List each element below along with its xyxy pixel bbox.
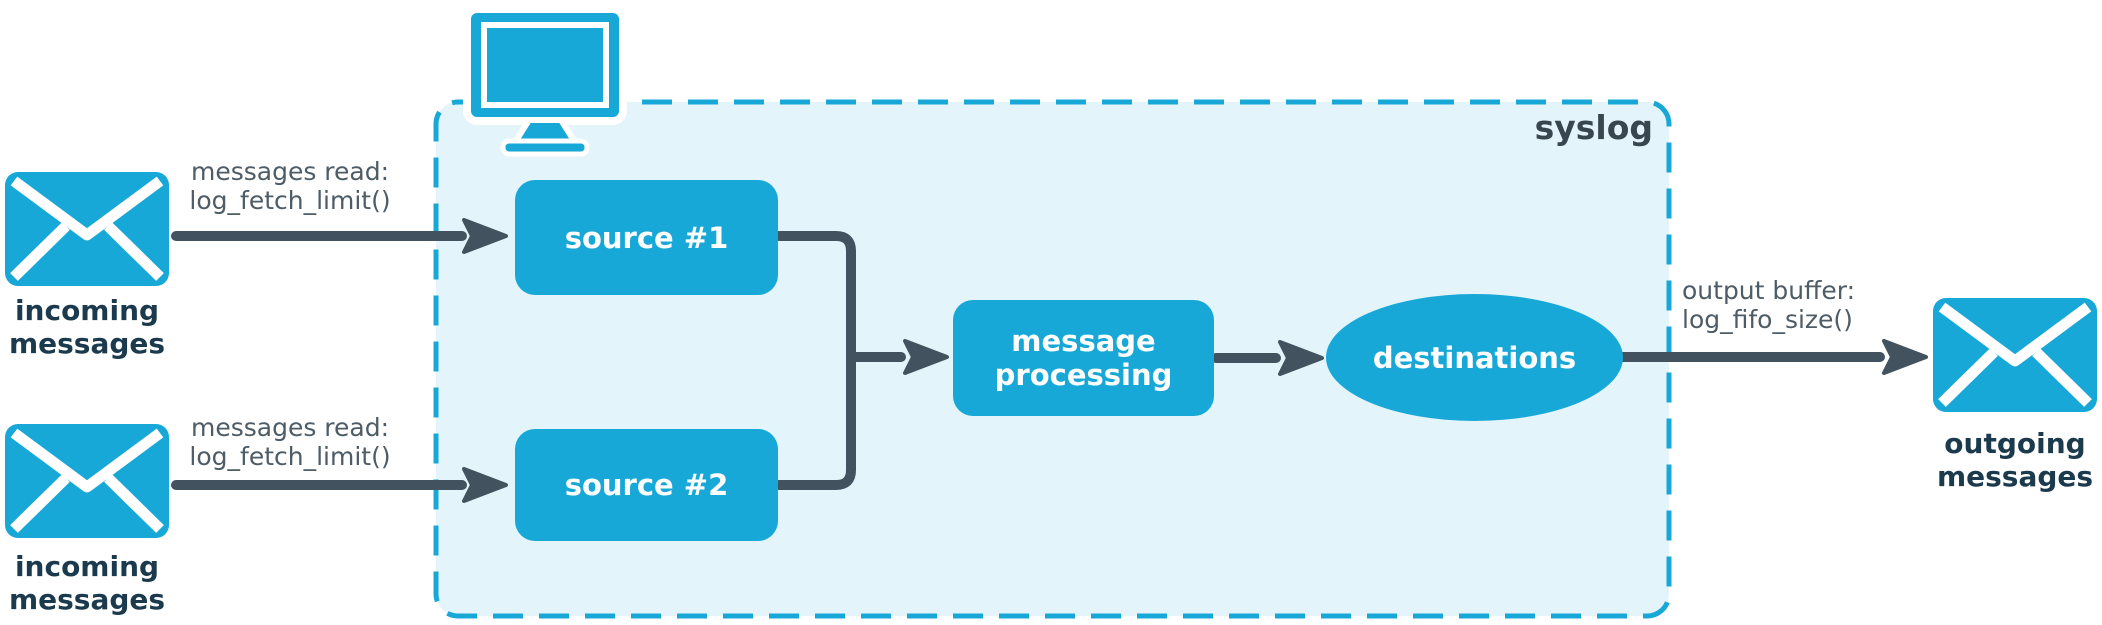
node-message-processing: message processing xyxy=(953,300,1214,416)
arrowhead-to-destinations xyxy=(1278,340,1324,376)
connectors xyxy=(171,218,1928,503)
node-source2: source #2 xyxy=(515,429,778,541)
incoming-messages-label-top: incoming messages xyxy=(8,294,166,360)
arrowhead-to-processing xyxy=(903,339,949,375)
edge-label-output-buffer: output buffer: log_fifo_size() xyxy=(1682,276,1855,334)
outgoing-messages-label: outgoing messages xyxy=(1936,427,2094,493)
syslog-container-label: syslog xyxy=(1534,108,1653,147)
node-source1: source #1 xyxy=(515,180,778,295)
arrowhead-output xyxy=(1882,339,1928,375)
incoming-messages-label-bottom: incoming messages xyxy=(8,550,166,616)
arrowhead-read-bottom xyxy=(462,467,508,503)
monitor-icon xyxy=(463,5,627,157)
edge-label-read-top: messages read: log_fetch_limit() xyxy=(189,157,391,215)
node-destinations: destinations xyxy=(1326,294,1623,421)
arrowhead-read-top xyxy=(462,218,508,254)
edge-label-read-bottom: messages read: log_fetch_limit() xyxy=(189,413,391,471)
